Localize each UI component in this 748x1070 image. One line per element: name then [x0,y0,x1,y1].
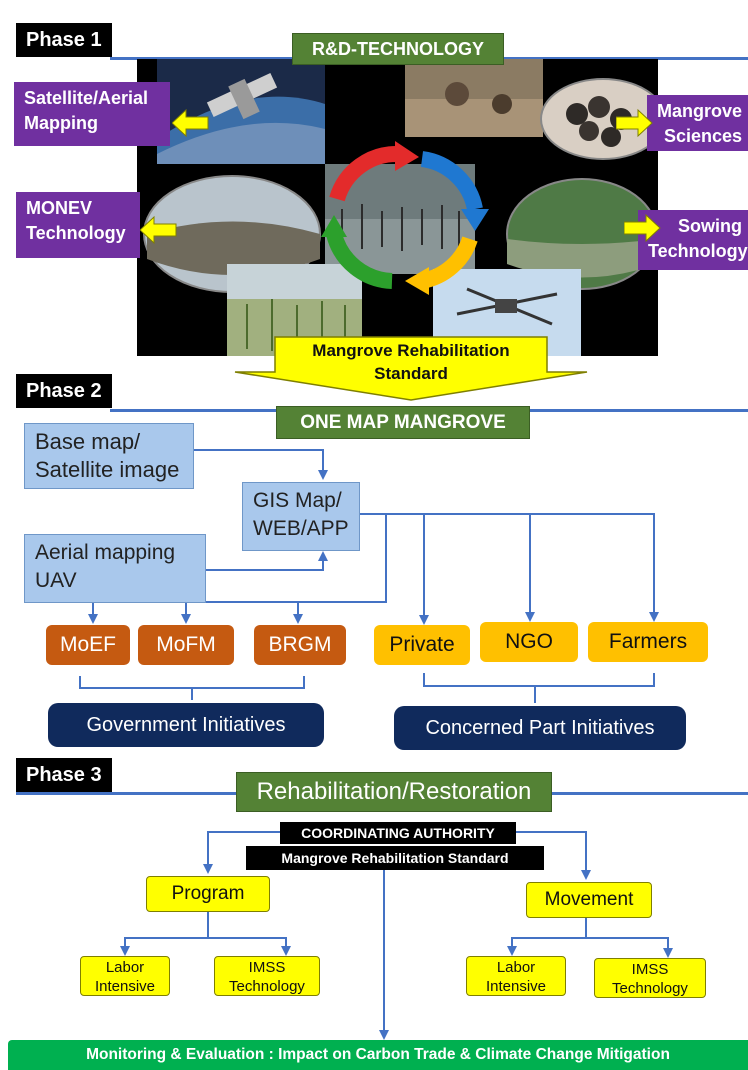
private-box: Private [374,625,470,665]
mofm-box: MoFM [138,625,234,665]
phase2-label: Phase 2 [16,374,112,408]
to-movement-line [510,831,591,880]
brgm-box: BRGM [254,625,346,665]
swamp-photo [143,175,321,293]
green-arrowhead [321,215,347,237]
standard-arrow-label: Mangrove Rehabilitation Standard [312,341,510,383]
right-arrow-icon [624,213,661,243]
mangrove-standard-label: Mangrove Rehabilitation Standard [246,846,544,870]
gis-map-box: GIS Map/ WEB/APP [242,482,360,551]
movement-labor-intensive-box: Labor Intensive [466,956,566,996]
program-branch-right [208,937,291,956]
to-program-line [203,831,280,874]
base-map-box: Base map/ Satellite image [24,423,194,489]
red-arrowhead [395,141,419,171]
mangrove-forest-photo [506,178,658,290]
program-box: Program [146,876,270,912]
mangrove-fruit-photo [540,78,658,160]
satellite-photo [157,59,325,164]
farmers-box: Farmers [588,622,708,662]
phase1-label: Phase 1 [16,23,112,57]
ngo-box: NGO [480,622,578,662]
coordinating-authority-label: COORDINATING AUTHORITY [280,822,516,844]
right-arrow-icon [616,108,653,138]
photo-collage [137,59,658,356]
left-arrow-icon [172,108,209,138]
movement-branch-left [507,918,587,956]
phase3-title: Rehabilitation/Restoration [236,772,552,812]
phase3-label: Phase 3 [16,758,112,792]
movement-box: Movement [526,882,652,918]
gis-branch-line [360,513,659,622]
left-arrow-icon [140,215,177,245]
basemap-to-gis-line [194,449,328,480]
movement-branch-right [586,937,673,958]
gis-to-gov-line [88,513,387,624]
program-imss-technology-box: IMSS Technology [214,956,320,996]
collage-graphic [143,59,658,356]
monev-technology-box: MONEV Technology [16,192,140,258]
concerned-part-initiatives-box: Concerned Part Initiatives [394,706,686,750]
government-initiatives-box: Government Initiatives [48,703,324,747]
gold-arrowhead [405,267,429,295]
standard-down-arrow [234,336,588,401]
program-labor-intensive-box: Labor Intensive [80,956,170,996]
moef-box: MoEF [46,625,130,665]
seeds-photo [405,59,543,137]
phase1-title: R&D-TECHNOLOGY [292,33,504,65]
blue-arrowhead [461,209,489,231]
aerial-mapping-box: Aerial mapping UAV [24,534,206,603]
sowing-technology-box: Sowing Technology [638,210,748,270]
movement-imss-technology-box: IMSS Technology [594,958,706,998]
program-branch-left [120,910,209,956]
monitoring-evaluation-banner: Monitoring & Evaluation : Impact on Carb… [8,1040,748,1070]
phase2-title: ONE MAP MANGROVE [276,406,530,439]
parties-bracket [423,673,655,687]
satellite-aerial-mapping-box: Satellite/Aerial Mapping [14,82,170,146]
aerial-to-gis-line [206,551,328,571]
mangrove-sciences-box: Mangrove Sciences [647,95,748,151]
gov-bracket [79,676,305,689]
